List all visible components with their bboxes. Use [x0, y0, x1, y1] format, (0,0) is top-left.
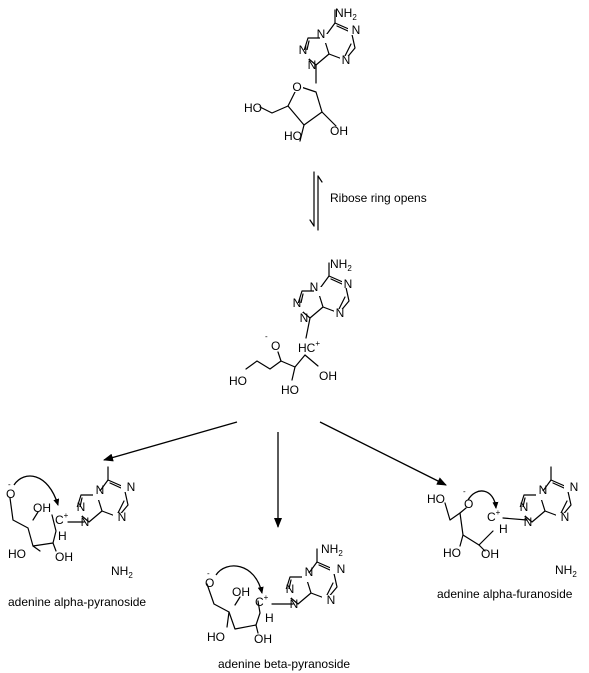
alpha-fur-n1: N [570, 480, 579, 494]
intermediate-hydroxyl-c4: HO [281, 383, 299, 397]
intermediate-n7: N [293, 296, 302, 310]
alpha-fur-amine: NH2 [555, 563, 577, 579]
beta-pyr-hydroxyl-3: OH [254, 632, 272, 646]
beta-pyr-n3: N [305, 565, 314, 579]
adenosine-n7: N [299, 43, 308, 57]
alpha-pyr-hydroxyl-3: OH [55, 550, 73, 564]
adenosine-3-hydroxyl: HO [284, 129, 302, 143]
intermediate-n1: N [344, 277, 353, 291]
adenosine-n9: N [308, 58, 317, 72]
beta-pyr-carbocation: C+ [255, 593, 269, 609]
alpha-pyranoside: N N N N N NH2 C+ H O - OH HO OH [6, 466, 136, 580]
ring-open-label: Ribose ring opens [330, 191, 427, 205]
alpha-pyr-hydroxyl-1: OH [33, 501, 51, 515]
intermediate-alkoxide: O [271, 339, 280, 353]
intermediate-carbocation: HC+ [298, 339, 320, 355]
alpha-fur-n9: N [524, 515, 533, 529]
intermediate-n9: N [300, 311, 309, 325]
alpha-fur-alkoxide: O [464, 497, 473, 511]
alpha-pyr-n9: N [81, 515, 90, 529]
alpha-fur-hydroxyl-3: OH [481, 547, 499, 561]
alpha-fur-n3: N [539, 483, 548, 497]
alpha-pyr-alkoxide: O [6, 487, 15, 501]
alpha-fur-carbocation: C+ [487, 508, 501, 524]
alpha-fur-hydroxyl-2: HO [443, 546, 461, 560]
beta-pyranoside-label: adenine beta-pyranoside [218, 657, 350, 671]
intermediate-amine: NH2 [330, 257, 352, 273]
alpha-pyr-h: H [58, 529, 67, 543]
alpha-fur-n7: N [520, 500, 529, 514]
alpha-fur-negative-charge: - [463, 487, 466, 496]
alpha-fur-h: H [499, 522, 508, 536]
alpha-pyr-amine: NH2 [111, 564, 133, 580]
alpha-pyr-negative-charge: - [8, 480, 11, 489]
adenosine-n3: N [317, 27, 326, 41]
open-chain-intermediate: N N N N N NH2 HC+ O - HO HO OH [229, 257, 352, 397]
beta-pyr-hydroxyl-2: HO [207, 630, 225, 644]
intermediate-negative-charge: - [265, 332, 268, 341]
adenosine-5-hydroxyl: HO [244, 101, 262, 115]
beta-pyr-h: H [265, 611, 274, 625]
beta-pyr-hydroxyl-1: OH [232, 585, 250, 599]
product-arrows [103, 421, 447, 528]
beta-pyr-n1: N [337, 562, 346, 576]
alpha-fur-hydroxyl-1: HO [427, 492, 445, 506]
alpha-furanoside: N N N N N NH2 C+ H O - HO HO OH [427, 466, 579, 579]
alpha-pyr-carbocation: C+ [55, 511, 69, 527]
beta-pyr-n-ring: N [327, 593, 336, 607]
beta-pyr-amine: NH2 [321, 542, 343, 558]
adenosine: O N N N N N NH2 HO HO OH [244, 6, 360, 143]
alpha-pyr-n-ring: N [118, 510, 127, 524]
beta-pyr-n7: N [286, 582, 295, 596]
beta-pyr-alkoxide: O [205, 576, 214, 590]
ribose-ring-oxygen: O [292, 80, 301, 94]
beta-pyranoside: N N N N N NH2 C+ H O - OH HO OH [205, 542, 345, 646]
alpha-fur-n-ring: N [561, 510, 570, 524]
alpha-furanoside-label: adenine alpha-furanoside [437, 587, 573, 601]
alpha-pyranoside-label: adenine alpha-pyranoside [8, 595, 146, 609]
alpha-pyr-hydroxyl-2: HO [8, 547, 26, 561]
intermediate-hydroxyl-c2: OH [319, 369, 337, 383]
adenosine-n-ring: N [342, 53, 351, 67]
intermediate-n-ring: N [336, 306, 345, 320]
alpha-pyr-n1: N [127, 480, 136, 494]
adenosine-2-hydroxyl: OH [330, 124, 348, 138]
intermediate-hydroxyl-c6: HO [229, 374, 247, 388]
adenosine-n1: N [352, 23, 361, 37]
adenosine-amine: NH2 [335, 6, 357, 22]
alpha-pyr-n7: N [77, 500, 86, 514]
equilibrium-arrows [309, 171, 323, 231]
beta-pyr-negative-charge: - [207, 569, 210, 578]
alpha-pyr-n3: N [96, 483, 105, 497]
intermediate-n3: N [310, 280, 319, 294]
beta-pyr-n9: N [290, 597, 299, 611]
